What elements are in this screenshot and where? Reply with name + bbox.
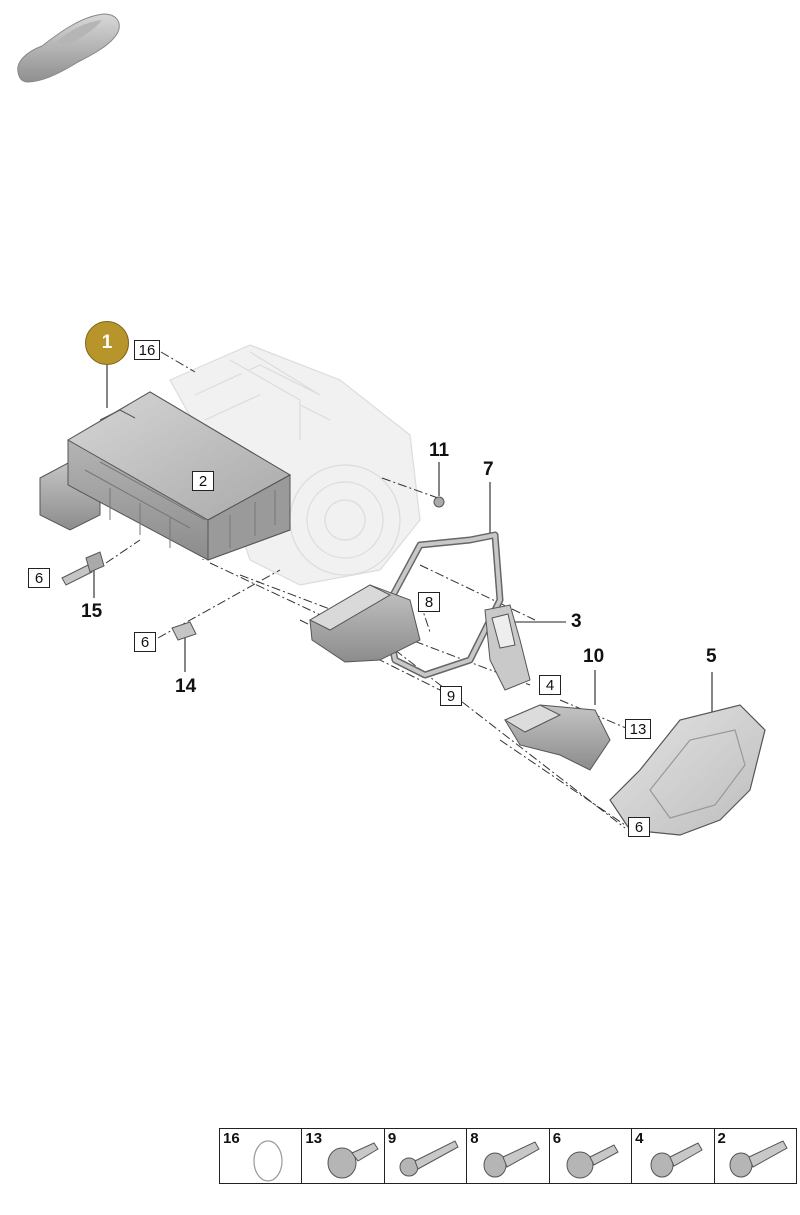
part-16-label[interactable]: 16 xyxy=(134,340,160,360)
part-8-label[interactable]: 8 xyxy=(418,592,440,612)
part-3-label[interactable]: 3 xyxy=(571,611,582,632)
bolt-icon xyxy=(729,1140,788,1178)
part-6-label-a[interactable]: 6 xyxy=(28,568,50,588)
part-13-label[interactable]: 13 xyxy=(625,719,651,739)
hardware-cell-2[interactable]: 2 xyxy=(715,1129,796,1183)
flange-screw-icon xyxy=(566,1144,619,1179)
hardware-cell-label: 6 xyxy=(552,1130,562,1147)
bracket-10 xyxy=(503,704,611,771)
hardware-cell-label: 8 xyxy=(470,1130,479,1147)
part-9-label[interactable]: 9 xyxy=(440,686,462,706)
hardware-cell-label: 2 xyxy=(717,1130,726,1147)
hardware-cell-label: 9 xyxy=(387,1130,397,1147)
vehicle-thumbnail-icon xyxy=(17,13,120,83)
hardware-cell-label: 13 xyxy=(305,1130,323,1147)
hardware-cell-label: 4 xyxy=(635,1130,644,1147)
cover-5 xyxy=(609,704,766,836)
hardware-cell-label: 16 xyxy=(223,1130,240,1147)
hardware-cell-13[interactable]: 13 xyxy=(302,1129,385,1183)
bracket-3 xyxy=(484,604,531,691)
solid-leaders xyxy=(93,365,713,712)
part-1-callout[interactable]: 1 xyxy=(85,321,129,365)
hardware-cell-9[interactable]: 9 xyxy=(385,1129,468,1183)
bracket-9 xyxy=(308,584,421,663)
power-electronics-box xyxy=(39,391,292,561)
o-ring-icon xyxy=(253,1140,283,1182)
hardware-cell-8[interactable]: 8 xyxy=(467,1129,550,1183)
part-4-label[interactable]: 4 xyxy=(539,675,561,695)
part-6-label-b[interactable]: 6 xyxy=(134,632,156,652)
part-6-label-c[interactable]: 6 xyxy=(628,817,650,837)
short-bolt-icon xyxy=(650,1142,703,1178)
bolt-icon xyxy=(483,1141,540,1178)
screw-15 xyxy=(61,551,105,586)
part-15-label[interactable]: 15 xyxy=(81,601,103,622)
hardware-cell-6[interactable]: 6 xyxy=(550,1129,633,1183)
part-14-label[interactable]: 14 xyxy=(175,676,197,697)
hardware-cell-4[interactable]: 4 xyxy=(632,1129,715,1183)
flange-bolt-icon xyxy=(327,1142,380,1179)
part-11-label[interactable]: 11 xyxy=(429,440,450,461)
part-2-label[interactable]: 2 xyxy=(192,471,214,491)
part-5-label[interactable]: 5 xyxy=(706,646,717,667)
hardware-table: 16 13 9 8 6 4 xyxy=(219,1128,797,1184)
long-bolt-icon xyxy=(399,1140,459,1177)
hardware-cell-16[interactable]: 16 xyxy=(220,1129,303,1183)
part-7-label[interactable]: 7 xyxy=(483,459,494,480)
part-10-label[interactable]: 10 xyxy=(583,646,605,667)
plug-11 xyxy=(433,496,445,508)
screw-14 xyxy=(171,621,197,641)
